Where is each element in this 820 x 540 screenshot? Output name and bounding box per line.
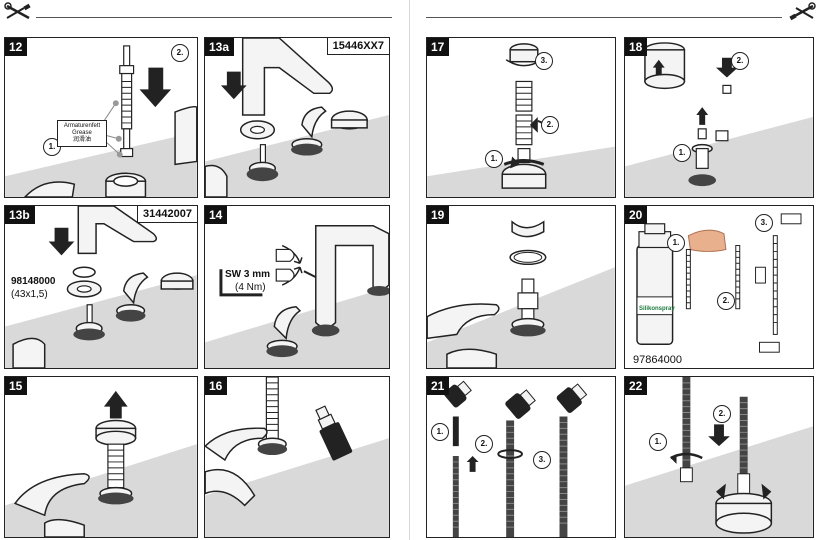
step-marker: 2. (731, 52, 749, 70)
step-marker: 1. (673, 144, 691, 162)
step-number: 21 (427, 377, 450, 395)
step-20-panel: 20 Silikonspray 1. 2. 3. 97864000 (624, 205, 814, 369)
wrench-size: SW 3 mm (225, 269, 271, 280)
step-16-panel: 16 (204, 376, 390, 538)
step-13b-illustration (5, 206, 197, 368)
step-15-panel: 15 (4, 376, 198, 538)
step-marker: 2. (717, 292, 735, 310)
wrench-screwdriver-icon (4, 2, 31, 20)
step-number: 13a (205, 38, 235, 56)
step-marker: 3. (535, 52, 553, 70)
step-marker: 2. (541, 116, 559, 134)
step-marker: 2. (713, 405, 731, 423)
step-12-panel: 12 2. 1. Armaturenfett Grease 润滑油 (4, 37, 198, 198)
part-dimensions: (43x1,5) (11, 289, 48, 300)
torque-value: (4 Nm) (235, 282, 266, 293)
step-number: 15 (5, 377, 28, 395)
step-marker: 3. (533, 451, 551, 469)
step-13a-illustration (205, 38, 389, 197)
step-number: 14 (205, 206, 228, 224)
step-19-panel: 19 (426, 205, 616, 369)
step-marker: 2. (171, 44, 189, 62)
step-marker: 1. (43, 138, 61, 156)
step-number: 16 (205, 377, 228, 395)
step-marker: 1. (485, 150, 503, 168)
callout-line: Grease (72, 130, 92, 136)
callout-line: Armaturenfett (63, 123, 101, 129)
part-number: 98148000 (11, 276, 56, 287)
step-22-panel: 22 1. 2. (624, 376, 814, 538)
wrench-screwdriver-icon (789, 2, 816, 21)
step-15-illustration (5, 390, 197, 537)
step-14-illustration (205, 225, 389, 368)
step-marker: 2. (475, 435, 493, 453)
step-number: 20 (625, 206, 648, 224)
callout-line: 润滑油 (72, 137, 91, 143)
step-number: 12 (5, 38, 28, 56)
step-marker: 1. (667, 234, 685, 252)
step-marker: 3. (755, 214, 773, 232)
product-code: 31442007 (137, 206, 197, 223)
header-rule-left (36, 17, 392, 18)
step-19-illustration (427, 220, 615, 368)
step-13b-panel: 13b 31442007 98148000 (43x1,5) (4, 205, 198, 369)
step-18-illustration (625, 42, 813, 197)
step-number: 13b (5, 206, 35, 224)
step-14-panel: 14 SW 3 mm (4 Nm) (204, 205, 390, 369)
step-21-panel: 21 1. 2. 3. (426, 376, 616, 538)
step-22-illustration (625, 377, 813, 537)
step-number: 18 (625, 38, 648, 56)
step-marker: 1. (431, 423, 449, 441)
product-label: Silikonspray (639, 306, 675, 312)
step-18-panel: 18 2. 1. (624, 37, 814, 198)
page-divider (409, 0, 410, 540)
step-number: 19 (427, 206, 450, 224)
step-16-illustration (205, 377, 389, 537)
header-rule-right (426, 17, 782, 18)
step-17-panel: 17 3. 2. 1. (426, 37, 616, 198)
step-number: 22 (625, 377, 648, 395)
step-17-illustration (427, 43, 615, 197)
step-20-illustration (636, 213, 802, 353)
step-12-illustration (5, 45, 197, 197)
step-marker: 1. (649, 433, 667, 451)
step-number: 17 (427, 38, 450, 56)
step-21-illustration (444, 380, 588, 537)
grease-callout: Armaturenfett Grease 润滑油 (57, 120, 107, 147)
product-code: 15446XX7 (326, 38, 389, 55)
part-number: 97864000 (633, 354, 682, 366)
step-13a-panel: 13a 15446XX7 (204, 37, 390, 198)
